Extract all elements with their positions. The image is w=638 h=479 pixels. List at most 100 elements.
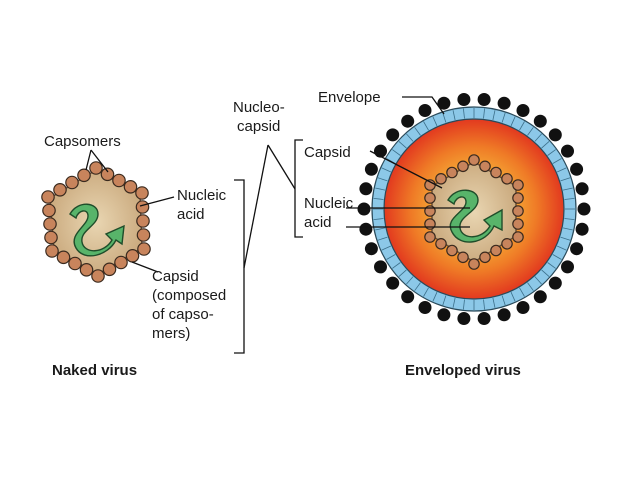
capsomer	[91, 269, 105, 283]
capsomer	[136, 214, 150, 228]
capsomer	[123, 180, 138, 194]
membrane-tick	[534, 133, 542, 142]
membrane-tick	[527, 127, 534, 136]
membrane-tick	[381, 245, 392, 251]
capsomer	[65, 175, 79, 190]
membrane-tick	[560, 236, 571, 241]
envelope-spike	[477, 93, 491, 106]
envelope-spike	[561, 260, 574, 274]
membrane-tick	[392, 149, 401, 156]
capsomer	[43, 217, 57, 231]
envelope-spike	[570, 162, 584, 176]
membrane-tick	[432, 291, 438, 302]
capsomer	[135, 186, 149, 200]
capsomer	[53, 183, 67, 197]
membrane-tick	[381, 167, 392, 173]
envelope-spike	[570, 242, 584, 256]
capsomer	[125, 249, 140, 263]
envelope-spike	[401, 290, 415, 304]
envelope-spike	[516, 104, 530, 117]
naked-capsid-label-1: Capsid	[152, 268, 199, 285]
envelope-spike	[359, 182, 373, 196]
membrane-tick	[442, 112, 447, 123]
enveloped-virus-caption: Enveloped virus	[405, 362, 521, 379]
membrane-tick	[377, 236, 388, 241]
membrane-tick	[373, 218, 384, 220]
capsomer	[512, 179, 524, 191]
capsomer	[41, 190, 55, 204]
envelope-spike	[497, 308, 511, 322]
membrane-tick	[519, 287, 525, 297]
membrane-tick	[375, 227, 386, 231]
capsomer	[457, 160, 469, 173]
membrane-tick	[392, 262, 401, 269]
capsomer	[56, 250, 71, 265]
membrane-tick	[562, 227, 573, 231]
membrane-tick	[519, 121, 525, 131]
envelope-spike	[386, 276, 400, 290]
membrane-tick	[452, 297, 456, 308]
enveloped-nucleic-label-1: Nucleic	[304, 195, 354, 212]
membrane-tick	[423, 121, 429, 131]
naked-nucleic-acid	[69, 203, 125, 257]
enveloped-virus	[357, 93, 591, 325]
nucleocapsid-label-2: capsid	[237, 118, 280, 135]
capsomer	[468, 154, 480, 166]
capsomer	[77, 168, 91, 183]
capsomer	[137, 242, 151, 256]
capsomer	[424, 231, 436, 243]
capsomer	[512, 231, 524, 243]
capsomer	[136, 228, 151, 242]
capsomer	[45, 244, 59, 258]
membrane-tick	[406, 276, 414, 285]
capsomer	[68, 256, 82, 271]
naked-nucleic-label-2: acid	[177, 206, 205, 223]
membrane-tick	[492, 297, 496, 308]
membrane-tick	[510, 291, 516, 302]
capsomer	[79, 262, 94, 277]
naked-virus-caption: Naked virus	[52, 362, 137, 379]
membrane-tick	[501, 295, 506, 306]
capsomer	[89, 161, 103, 175]
envelope-spike	[533, 290, 547, 304]
capsomer	[512, 218, 524, 230]
enveloped-capsid-label: Capsid	[304, 144, 351, 161]
envelope-spike	[548, 276, 562, 290]
nucleocapsid-brackets	[234, 139, 303, 354]
envelope-spike	[457, 93, 471, 106]
membrane-tick	[547, 149, 556, 156]
membrane-tick	[552, 158, 562, 164]
envelope-label: Envelope	[318, 89, 381, 106]
membrane-tick	[560, 177, 571, 182]
membrane-tick	[492, 110, 496, 121]
membrane-tick	[541, 141, 550, 149]
envelope-spike	[364, 242, 378, 256]
membrane-tick	[406, 133, 414, 142]
naked-capsid-label-3: of capso-	[152, 306, 214, 323]
capsomer	[501, 173, 513, 185]
capsomer	[512, 205, 524, 217]
envelope-spike	[575, 182, 589, 196]
capsomer	[490, 166, 502, 179]
membrane-tick	[564, 198, 575, 200]
membrane-tick	[398, 269, 407, 277]
envelope-spike	[477, 312, 491, 325]
capsomer	[479, 251, 491, 264]
envelope-spike	[577, 202, 591, 216]
envelope-spike	[359, 222, 373, 236]
naked-capsomers	[41, 161, 151, 283]
membrane-tick	[386, 254, 396, 260]
capsomer	[42, 203, 56, 218]
membrane-tick	[527, 282, 534, 291]
membrane-tick	[501, 112, 506, 123]
capsomer	[479, 160, 491, 173]
membrane-tick	[534, 276, 542, 285]
envelope-spike	[516, 301, 530, 314]
membrane-tick	[556, 167, 567, 173]
envelope-spike	[437, 308, 451, 322]
capsomer	[457, 251, 469, 264]
capsomer	[112, 173, 126, 188]
enveloped-label-lines	[346, 96, 470, 228]
membrane-tick	[414, 282, 421, 291]
